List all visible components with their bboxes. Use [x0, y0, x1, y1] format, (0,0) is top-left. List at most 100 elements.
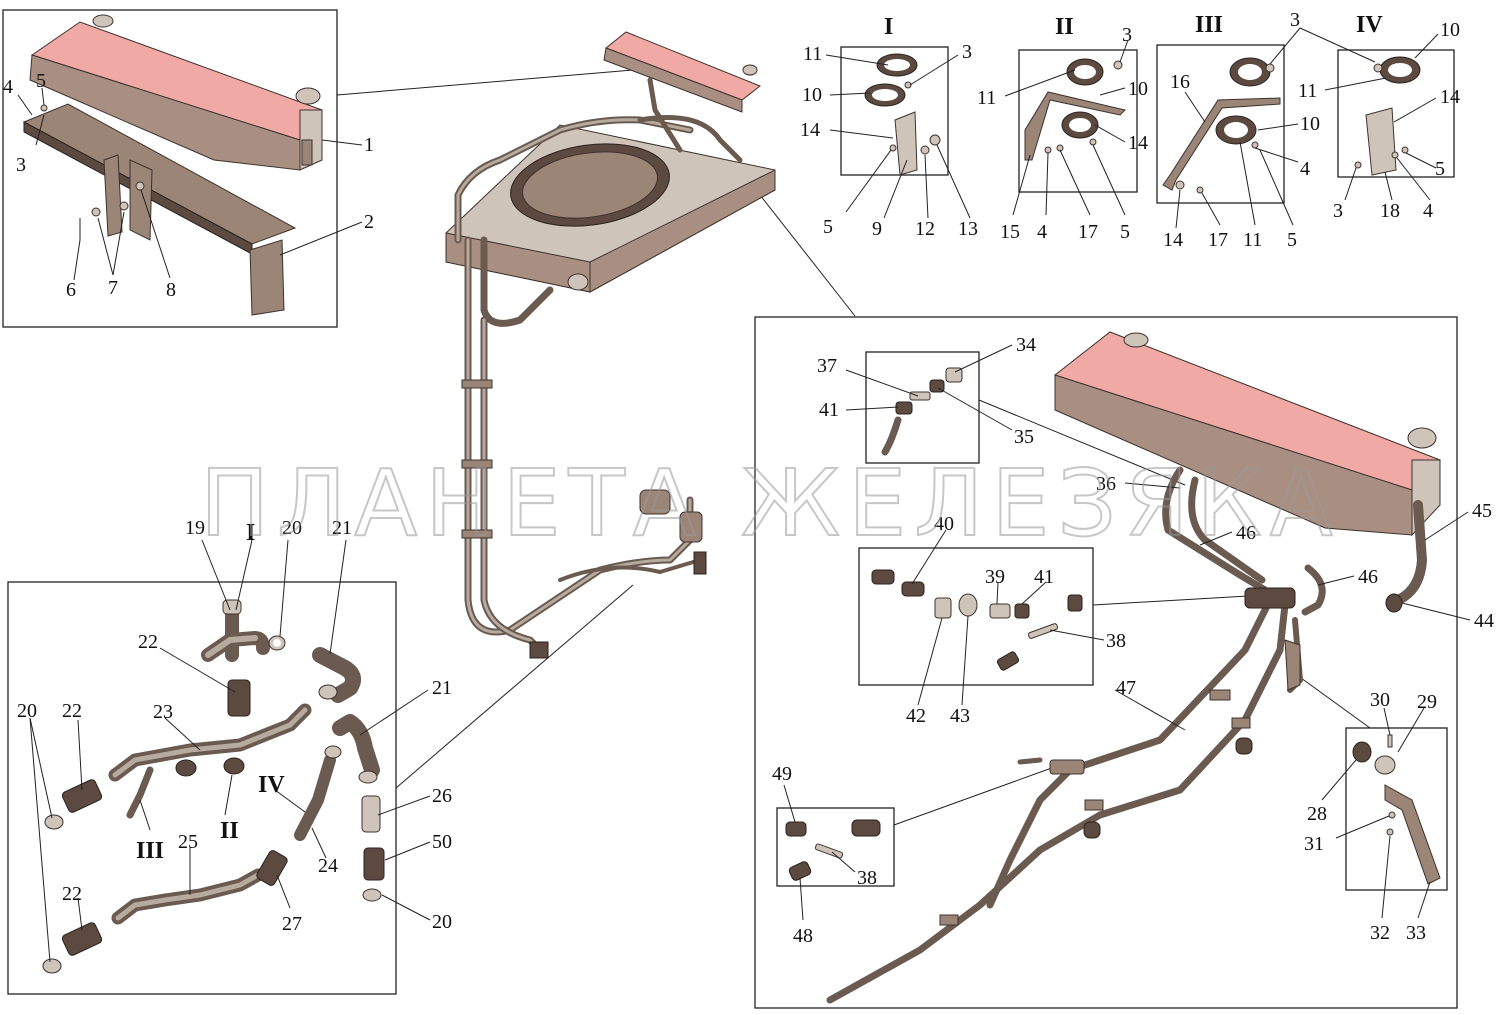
bracket-gusset — [129, 159, 153, 241]
callout: 17 — [1078, 221, 1098, 243]
roman-label-III: III — [1195, 12, 1223, 38]
pipe-elbow — [529, 641, 549, 659]
filler-cap — [1407, 427, 1437, 449]
callout: 36 — [1096, 473, 1116, 495]
pipe-fitting — [639, 489, 671, 515]
clamp — [851, 819, 881, 837]
callout: 19 — [185, 517, 205, 539]
callout: 26 — [432, 785, 452, 807]
callout: 4 — [1423, 200, 1433, 222]
connector-26 — [361, 795, 381, 833]
callout: 4 — [1300, 158, 1310, 180]
clamp-20 — [42, 958, 62, 974]
callout: 10 — [1440, 19, 1460, 41]
inset-34 — [881, 367, 963, 456]
callout: 4 — [3, 76, 13, 98]
roman-label-III-inline: III — [136, 838, 164, 864]
frame-detail-II — [1018, 49, 1138, 193]
callout: 21 — [432, 677, 452, 699]
clamp — [1231, 717, 1251, 729]
callout: 41 — [1034, 566, 1054, 588]
clamp — [358, 770, 378, 784]
callout: 31 — [1304, 833, 1324, 855]
callout: 10 — [1300, 113, 1320, 135]
nut — [135, 181, 145, 191]
callout: 33 — [1406, 922, 1426, 944]
frame-pipe-set — [7, 581, 397, 995]
washer-32 — [1386, 828, 1394, 836]
tank-assembly-topleft — [22, 14, 323, 316]
callout: 20 — [282, 517, 302, 539]
callout: 1 — [364, 134, 374, 156]
callout: 3 — [1333, 200, 1343, 222]
nut-4 — [1391, 151, 1399, 159]
bracket-leg-left — [103, 154, 123, 237]
roman-label-I-inline: I — [246, 520, 255, 546]
clamp-III — [175, 759, 197, 777]
connector-22 — [61, 779, 103, 813]
filler-cap — [295, 87, 321, 105]
callout: 14 — [1128, 132, 1148, 154]
frame-inset-valve — [858, 547, 1094, 686]
clamp — [318, 684, 338, 700]
clamp — [1084, 799, 1104, 811]
callouts-inset-valve: 40 39 41 38 42 43 — [906, 513, 1126, 727]
callouts-inset-34: 34 37 41 35 — [817, 334, 1036, 448]
bolt-4 — [1044, 146, 1052, 154]
callout: 41 — [819, 399, 839, 421]
elbow-34 — [945, 367, 963, 383]
connector-50 — [363, 847, 385, 881]
callout: 14 — [800, 119, 820, 141]
frame-detail-III — [1156, 44, 1285, 204]
callout: 29 — [1417, 691, 1437, 713]
callout: 9 — [872, 218, 882, 240]
callout: 3 — [16, 154, 26, 176]
tank-top-plug — [92, 14, 114, 28]
clamp-29 — [1374, 755, 1396, 775]
frame-inset-bracket — [1345, 727, 1448, 891]
clamp-42 — [934, 597, 952, 619]
detail-II — [1024, 58, 1126, 161]
frame-tank-mount — [2, 9, 338, 328]
pipe-fitting — [679, 511, 703, 543]
pipe-set-bottomleft — [42, 599, 385, 974]
roman-label-I: I — [884, 14, 893, 40]
bolt-17 — [1196, 186, 1204, 194]
clamp — [461, 529, 493, 539]
callouts-detail-III: III 3 16 10 4 14 17 11 5 — [1163, 9, 1376, 251]
valve-block — [1244, 587, 1296, 609]
frame-detail-I — [840, 46, 949, 176]
bracket-strip — [1284, 639, 1301, 691]
callout: 13 — [958, 218, 978, 240]
callout: 23 — [153, 701, 173, 723]
callout: 4 — [1037, 221, 1047, 243]
callout: 3 — [1122, 24, 1132, 46]
fitting-48 — [788, 861, 812, 881]
callout: 46 — [1236, 522, 1256, 544]
callout: 7 — [108, 277, 118, 299]
bolt-3 — [904, 81, 912, 89]
bracket-9 — [894, 111, 918, 176]
bracket-leg-right — [249, 239, 285, 316]
frame-inset-34 — [865, 351, 980, 464]
callout: 50 — [432, 831, 452, 853]
fitting-39 — [989, 603, 1011, 619]
bolt-5 — [889, 144, 897, 152]
callout: 10 — [1128, 78, 1148, 100]
callout: 11 — [977, 87, 996, 109]
nut-4 — [1251, 141, 1259, 149]
bracket-18 — [1365, 107, 1397, 176]
hose-end — [996, 651, 1020, 671]
tank-outlet — [301, 139, 313, 166]
callout: 30 — [1370, 689, 1390, 711]
callout: 10 — [802, 84, 822, 106]
inset-bracket — [1352, 734, 1441, 885]
clip-41 — [895, 401, 913, 415]
detail-I — [864, 53, 941, 176]
clip-41 — [1014, 603, 1030, 619]
callout: 5 — [1120, 221, 1130, 243]
heater-side — [589, 169, 776, 293]
callout: 14 — [1163, 229, 1183, 251]
connector-22 — [227, 679, 251, 717]
callout: 34 — [1016, 334, 1036, 356]
